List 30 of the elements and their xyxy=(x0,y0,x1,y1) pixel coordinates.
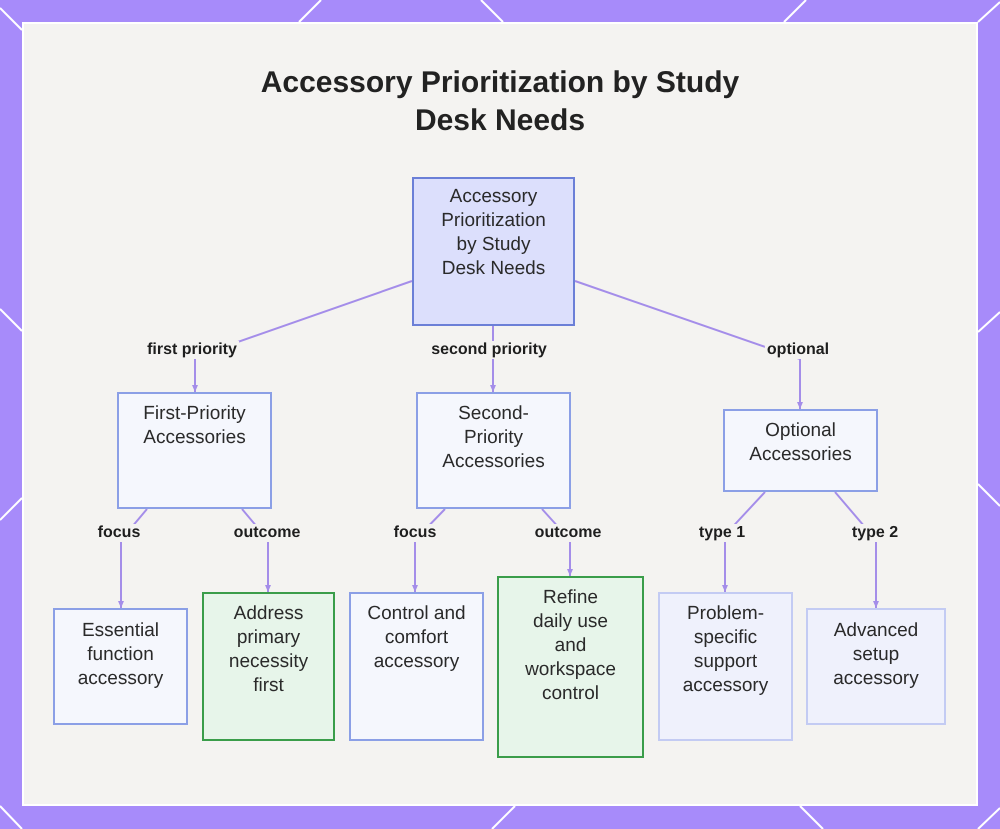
node-text: Essential function accessory xyxy=(76,619,164,691)
node-text: Second-Priority Accessories xyxy=(441,402,546,474)
edge-label: outcome xyxy=(232,524,302,542)
root-topic-box xyxy=(412,177,575,326)
edge-label: type 2 xyxy=(850,524,900,542)
category-box xyxy=(416,392,571,509)
node-text: Optional Accessories xyxy=(748,419,853,467)
outcome-box xyxy=(497,576,644,758)
category-box xyxy=(53,608,188,725)
node-text: Accessory Prioritization by Study Desk Needs xyxy=(440,185,547,281)
edge-label: second priority xyxy=(429,341,549,359)
node-text: Control and comfort accessory xyxy=(367,602,466,674)
node-text: Advanced setup accessory xyxy=(832,619,920,691)
outcome-box xyxy=(202,592,335,741)
node-text: Refine daily use and workspace control xyxy=(524,586,617,706)
option-box xyxy=(806,608,946,725)
node-text: Address primary necessity first xyxy=(228,602,310,698)
edge-label: focus xyxy=(96,524,142,542)
edge-label: outcome xyxy=(532,524,604,542)
category-box xyxy=(723,409,878,492)
diagram-title: Accessory Prioritization by Study Desk Needs xyxy=(260,65,740,139)
node-text: Problem-specific support accessory xyxy=(682,602,770,698)
category-box xyxy=(349,592,484,741)
category-box xyxy=(117,392,272,509)
edge-label: focus xyxy=(392,524,438,542)
connector-arrow xyxy=(574,280,803,409)
node-text: First-Priority Accessories xyxy=(142,402,247,450)
option-box xyxy=(658,592,793,741)
edge-label: first priority xyxy=(145,341,239,359)
edge-label: type 1 xyxy=(696,524,748,542)
